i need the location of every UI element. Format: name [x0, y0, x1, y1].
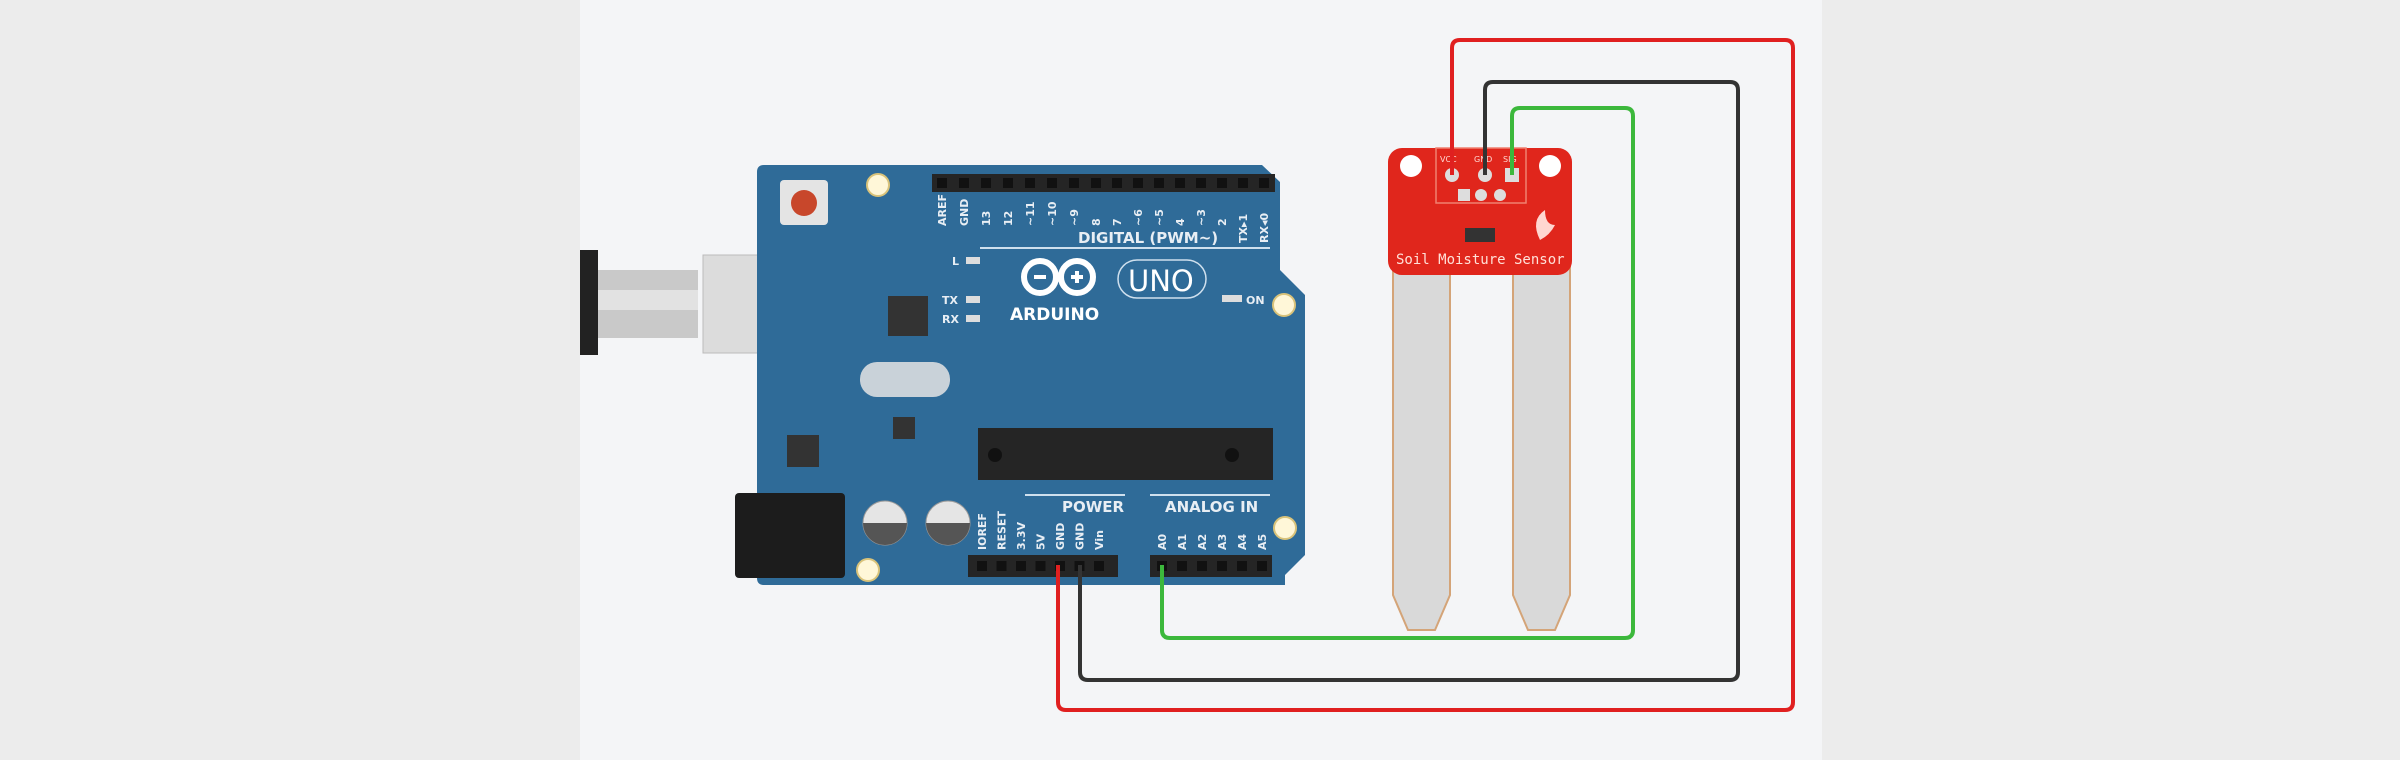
digital-label: DIGITAL (PWM~) — [1078, 229, 1218, 247]
pin-label: GND — [1054, 523, 1067, 550]
header-pin-socket[interactable] — [1069, 178, 1079, 188]
led-on-label: ON — [1246, 294, 1265, 307]
header-pin-socket[interactable] — [1091, 178, 1101, 188]
pin-label: A0 — [1156, 533, 1169, 550]
pin-label: TX▸1 — [1237, 214, 1250, 243]
header-pin-socket[interactable] — [1217, 178, 1227, 188]
wire-ground[interactable] — [1078, 80, 1740, 682]
header-pin-socket[interactable] — [959, 178, 969, 188]
pin-label: 2 — [1216, 218, 1229, 226]
pin-label: ~10 — [1046, 201, 1059, 226]
power-label: POWER — [1062, 498, 1125, 516]
power-jack — [735, 493, 845, 578]
header-pin-socket[interactable] — [1035, 561, 1046, 571]
header-pin-socket[interactable] — [1259, 178, 1269, 188]
header-pin-socket[interactable] — [977, 561, 987, 571]
wire-power[interactable] — [1056, 38, 1795, 712]
pin-label: A4 — [1236, 533, 1249, 550]
header-pin-socket[interactable] — [1003, 178, 1013, 188]
crystal — [860, 362, 950, 397]
pin-label: A2 — [1196, 534, 1209, 550]
pin-label: AREF — [936, 194, 949, 226]
soil-moisture-sensor[interactable]: Soil Moisture Sensor VCC GND SIG — [1388, 147, 1572, 631]
pin-label: ~3 — [1195, 209, 1208, 226]
led-l-label: L — [952, 255, 959, 268]
pin-label: 12 — [1002, 211, 1015, 226]
model-label: UNO — [1128, 264, 1194, 298]
header-pin-socket[interactable] — [1177, 561, 1187, 571]
brand-label: ARDUINO — [1010, 305, 1099, 325]
header-pin-socket[interactable] — [1154, 178, 1164, 188]
led-tx-label: TX — [942, 294, 959, 307]
pin-label: ~9 — [1068, 209, 1081, 226]
arduino-logo — [1021, 258, 1096, 296]
header-pin-socket[interactable] — [1025, 178, 1035, 188]
led-rx-label: RX — [942, 313, 959, 326]
pin-label: IOREF — [976, 513, 989, 550]
atmega-chip — [978, 428, 1273, 480]
sensor-title: Soil Moisture Sensor — [1396, 252, 1565, 268]
pin-label: 4 — [1174, 218, 1187, 226]
header-pin-socket[interactable] — [1016, 561, 1026, 571]
pin-label: 8 — [1090, 218, 1103, 226]
digital-header-right — [1107, 174, 1275, 192]
pin-label: ~11 — [1024, 201, 1037, 226]
pin-label: ~5 — [1153, 209, 1166, 226]
analog-header — [1150, 555, 1272, 577]
sensor-prong-right — [1512, 249, 1571, 631]
pin-label: A1 — [1176, 534, 1189, 550]
sensor-pin-sig: SIG — [1503, 155, 1517, 164]
header-pin-socket[interactable] — [981, 178, 991, 188]
arduino-uno-board[interactable]: L TX RX ON ARDUINO UNO DIGITAL (PWM~) PO… — [735, 165, 1305, 585]
pin-label: RESET — [996, 511, 1009, 550]
sensor-pin-vcc: VCC — [1440, 155, 1457, 164]
header-pin-socket[interactable] — [1112, 178, 1122, 188]
header-pin-socket[interactable] — [1238, 178, 1248, 188]
pin-label: 7 — [1111, 218, 1124, 226]
header-pin-socket[interactable] — [1175, 178, 1185, 188]
reset-button-cap — [791, 190, 817, 216]
wire-signal[interactable] — [1160, 106, 1635, 640]
header-pin-socket[interactable] — [1047, 178, 1057, 188]
pin-label: ~6 — [1132, 209, 1145, 226]
pin-label: RX◂0 — [1258, 213, 1271, 243]
header-pin-socket[interactable] — [1094, 561, 1104, 571]
sensor-prong-left — [1392, 249, 1451, 631]
pin-label: Vin — [1093, 530, 1106, 550]
header-pin-socket[interactable] — [1197, 561, 1207, 571]
header-pin-socket[interactable] — [1257, 561, 1267, 571]
header-pin-socket[interactable] — [1133, 178, 1143, 188]
usb-chip — [888, 296, 928, 336]
header-pin-socket[interactable] — [1237, 561, 1247, 571]
pin-label: 5V — [1035, 533, 1048, 550]
pin-label: 3.3V — [1015, 522, 1028, 550]
header-pin-socket[interactable] — [1217, 561, 1227, 571]
analog-label: ANALOG IN — [1165, 498, 1258, 516]
digital-header-left — [932, 174, 1110, 192]
pin-label: GND — [1074, 523, 1087, 550]
pin-label: A5 — [1256, 534, 1269, 550]
pin-label: 13 — [980, 211, 993, 226]
header-pin-socket[interactable] — [937, 178, 947, 188]
pin-label: A3 — [1216, 534, 1229, 550]
header-pin-socket[interactable] — [996, 561, 1007, 571]
pin-label: GND — [958, 199, 971, 226]
header-pin-socket[interactable] — [1196, 178, 1206, 188]
